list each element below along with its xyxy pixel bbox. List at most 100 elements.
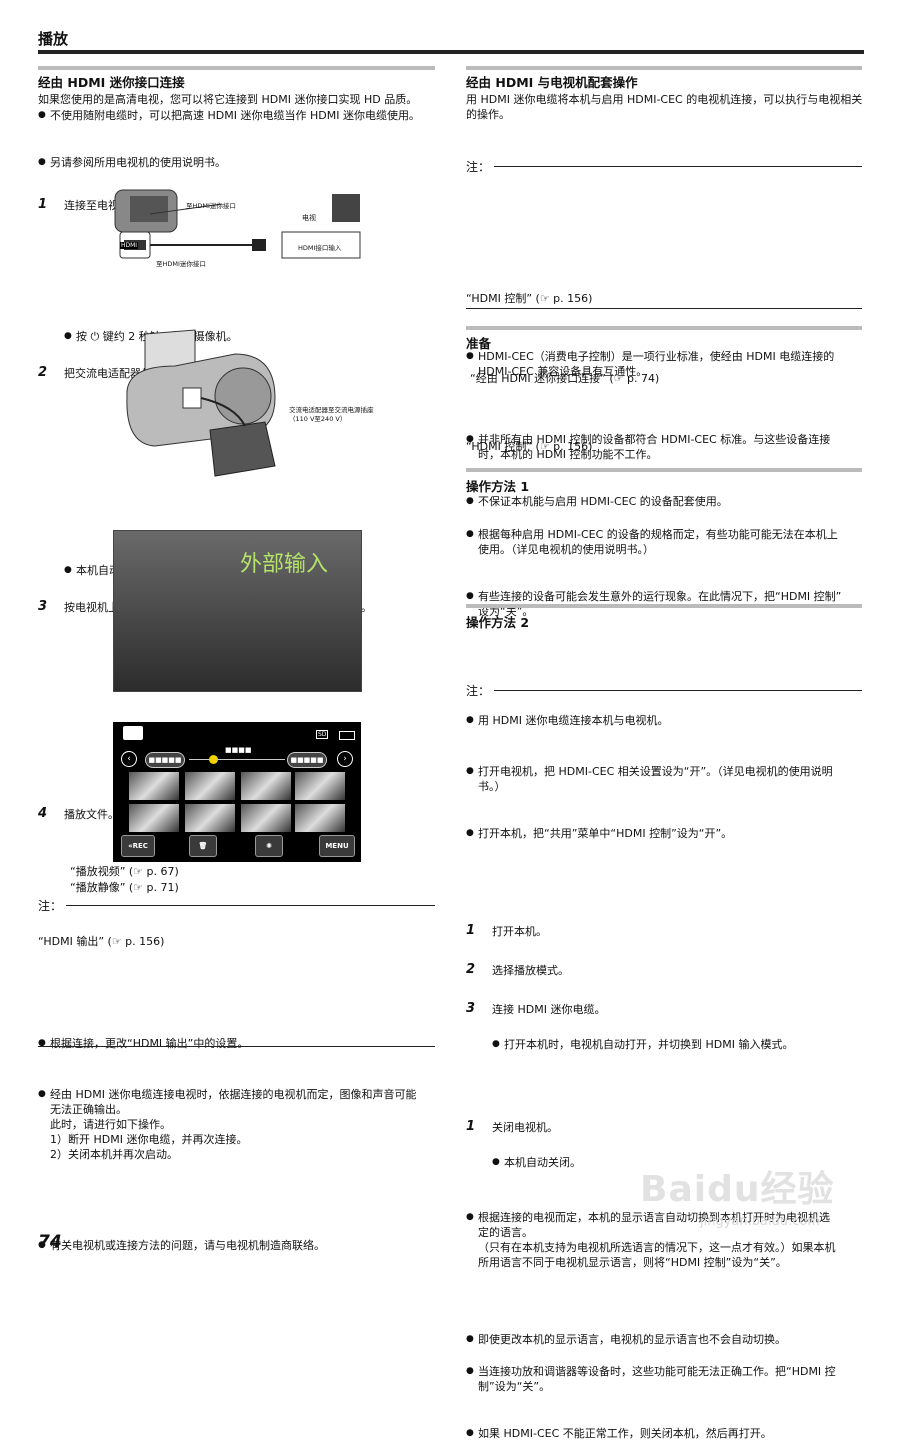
watermark-url: jingyan.baidu.com xyxy=(700,1214,820,1229)
note-item: 不保证本机能与启用 HDMI-CEC 的设备配套使用。 xyxy=(466,494,905,509)
section-end-rule xyxy=(38,1046,435,1047)
menu-button[interactable]: MENU xyxy=(319,835,355,857)
intro-text: 如果您使用的是高清电视，您可以将它连接到 HDMI 迷你接口实现 HD 品质。 xyxy=(38,93,418,106)
bullet-item: 另请参阅所用电视机的使用说明书。 xyxy=(38,155,442,170)
step-text: 选择播放模式。 xyxy=(492,964,569,977)
section-bar xyxy=(38,66,435,70)
step-substep: 打开本机时，电视机自动打开，并切换到 HDMI 输入模式。 xyxy=(492,1037,905,1052)
note-line: 设为“关”。 xyxy=(478,605,534,618)
chevron-left-icon[interactable]: ‹ xyxy=(121,751,137,767)
section-heading: 经由 HDMI 与电视机配套操作 xyxy=(466,75,638,90)
reference-link[interactable]: “HDMI 输出” (☞ p. 156) xyxy=(38,935,165,948)
date-label: ■■■■ xyxy=(225,746,252,754)
step-text: 播放文件。 xyxy=(64,808,119,821)
diagram-label: HDMI接口输入 xyxy=(298,244,342,252)
thumbnail[interactable] xyxy=(185,772,235,800)
note-label: 注： xyxy=(38,899,63,913)
step-text: 关闭电视机。 xyxy=(492,1121,558,1134)
external-input-label: 外部输入 xyxy=(240,552,329,577)
rec-button[interactable]: «REC xyxy=(121,835,155,857)
section-end-rule xyxy=(466,308,862,309)
section-bar xyxy=(466,66,862,70)
note-line: 2）关闭本机并再次启动。 xyxy=(50,1148,178,1161)
sd-card-icon: SD xyxy=(316,730,329,739)
note-line: 根据每种启用 HDMI-CEC 的设备的规格而定，有些功能可能无法在本机上 xyxy=(478,528,838,541)
bullet-item: 不使用随附电缆时，可以把高速 HDMI 迷你电缆当作 HDMI 迷你电缆使用。 xyxy=(38,108,442,123)
thumbnail[interactable] xyxy=(129,804,179,832)
diagram-label: 电视 xyxy=(302,214,316,222)
note-header: 注： xyxy=(466,682,862,699)
gear-icon[interactable]: ✺ xyxy=(255,835,283,857)
thumbnail[interactable] xyxy=(241,804,291,832)
note-line: 制”设为“关”。 xyxy=(478,1380,551,1393)
note-line: 时，本机的 HDMI 控制功能不工作。 xyxy=(478,448,658,461)
section-bar xyxy=(466,326,862,330)
prep-line: 打开电视机，把 HDMI-CEC 相关设置设为“开”。（详见电视机的使用说明 xyxy=(478,765,833,778)
method2-heading: 操作方法 2 xyxy=(466,615,530,630)
lcd-screen: SD ‹ ■■■■■ ■■■■ ■■■■■ › «REC 🗑 ✺ MENU xyxy=(113,722,361,862)
section-bar xyxy=(466,468,862,472)
step-text: 连接 HDMI 迷你电缆。 xyxy=(492,1003,606,1016)
prep-line: 书。） xyxy=(478,780,506,793)
reference-link[interactable]: “HDMI 控制” (☞ p. 156) xyxy=(466,292,593,305)
section-bar xyxy=(466,604,862,608)
note-line: 所用语言不同于电视机显示语言，则将“HDMI 控制”设为“关”。 xyxy=(478,1256,787,1269)
section-heading: 经由 HDMI 迷你接口连接 xyxy=(38,75,185,90)
note-item: 有些连接的设备可能会发生意外的运行现象。在此情况下，把“HDMI 控制” 设为“… xyxy=(466,589,905,619)
note-line: 1）断开 HDMI 迷你电缆，并再次连接。 xyxy=(50,1133,248,1146)
note-item: 即使更改本机的显示语言，电视机的显示语言也不会自动切换。 xyxy=(466,1332,905,1347)
battery-icon xyxy=(339,731,355,740)
note-label: 注： xyxy=(466,684,491,698)
bullet-item: HDMI-CEC（消费电子控制）是一项行业标准，使经由 HDMI 电缆连接的 H… xyxy=(466,349,905,379)
reference-link[interactable]: “播放静像” (☞ p. 71) xyxy=(70,881,179,894)
diagram-label: 交流电适配器至交流电源插座（110 V至240 V） xyxy=(289,406,374,423)
note-item: 如果 HDMI-CEC 不能正常工作，则关闭本机，然后再打开。 xyxy=(466,1426,905,1441)
hdmi-badge: HDMI xyxy=(120,242,139,249)
note-item: 根据连接的电视而定，本机的显示语言自动切换到本机打开时为电视机选 定的语言。 （… xyxy=(466,1210,905,1270)
note-item: 经由 HDMI 迷你电缆连接电视时，依据连接的电视机而定，图像和声音可能 无法正… xyxy=(38,1087,450,1162)
page-number: 74 xyxy=(38,1232,62,1252)
note-line: 此时，请进行如下操作。 xyxy=(50,1118,171,1131)
step-text: 打开本机。 xyxy=(492,925,547,938)
intro-text: 用 HDMI 迷你电缆将本机与启用 HDMI-CEC 的电视机连接，可以执行与电… xyxy=(466,93,863,121)
note-line: 定的语言。 xyxy=(478,1226,533,1239)
trash-icon[interactable]: 🗑 xyxy=(189,835,217,857)
note-line: 使用。（详见电视机的使用说明书。） xyxy=(478,543,654,556)
prep-item: 用 HDMI 迷你电缆连接本机与电视机。 xyxy=(466,713,905,728)
thumbnail[interactable] xyxy=(129,772,179,800)
note-line: （只有在本机支持为电视机所选语言的情况下，这一点才有效。）如果本机 xyxy=(478,1241,836,1254)
reference-link[interactable]: “经由 HDMI 迷你接口连接” (☞ p. 74) xyxy=(470,372,660,385)
bullet-line: HDMI-CEC（消费电子控制）是一项行业标准，使经由 HDMI 电缆连接的 xyxy=(478,350,835,363)
diagram-label: 至HDMI迷你接口 xyxy=(186,202,236,210)
tv-screen xyxy=(113,530,362,692)
watermark-logo: Baidu经验 xyxy=(640,1169,835,1210)
next-date-pill[interactable]: ■■■■■ xyxy=(287,752,327,768)
thumbnail[interactable] xyxy=(295,772,345,800)
note-line: 当连接功放和调谐器等设备时，这些功能可能无法正确工作。把“HDMI 控 xyxy=(478,1365,836,1378)
scroll-thumb[interactable] xyxy=(209,755,218,764)
chevron-right-icon[interactable]: › xyxy=(337,751,353,767)
note-line: 有些连接的设备可能会发生意外的运行现象。在此情况下，把“HDMI 控制” xyxy=(478,590,842,603)
note-line: 无法正确输出。 xyxy=(50,1103,127,1116)
note-item: 当连接功放和调谐器等设备时，这些功能可能无法正确工作。把“HDMI 控 制”设为… xyxy=(466,1364,905,1394)
note-label: 注： xyxy=(466,160,491,174)
note-item: 有关电视机或连接方法的问题，请与电视机制造商联络。 xyxy=(38,1238,905,1253)
tv-connection-diagram xyxy=(114,189,361,259)
reference-link[interactable]: “播放视频” (☞ p. 67) xyxy=(70,865,179,878)
scroll-track xyxy=(189,759,285,760)
header-rule xyxy=(38,50,864,54)
prep-heading: 准备 xyxy=(466,336,492,351)
note-line: 根据连接的电视而定，本机的显示语言自动切换到本机打开时为电视机选 xyxy=(478,1211,830,1224)
thumbnail[interactable] xyxy=(241,772,291,800)
bullet-line: HDMI-CEC 兼容设备具有互通性。 xyxy=(478,365,648,378)
prev-date-pill[interactable]: ■■■■■ xyxy=(145,752,185,768)
thumbnail[interactable] xyxy=(295,804,345,832)
thumbnail[interactable] xyxy=(185,804,235,832)
video-mode-icon[interactable] xyxy=(123,726,143,740)
reference-link[interactable]: “HDMI 控制” (☞ p. 156) xyxy=(466,440,593,453)
note-item: 并非所有由 HDMI 控制的设备都符合 HDMI-CEC 标准。与这些设备连接 … xyxy=(466,432,905,462)
